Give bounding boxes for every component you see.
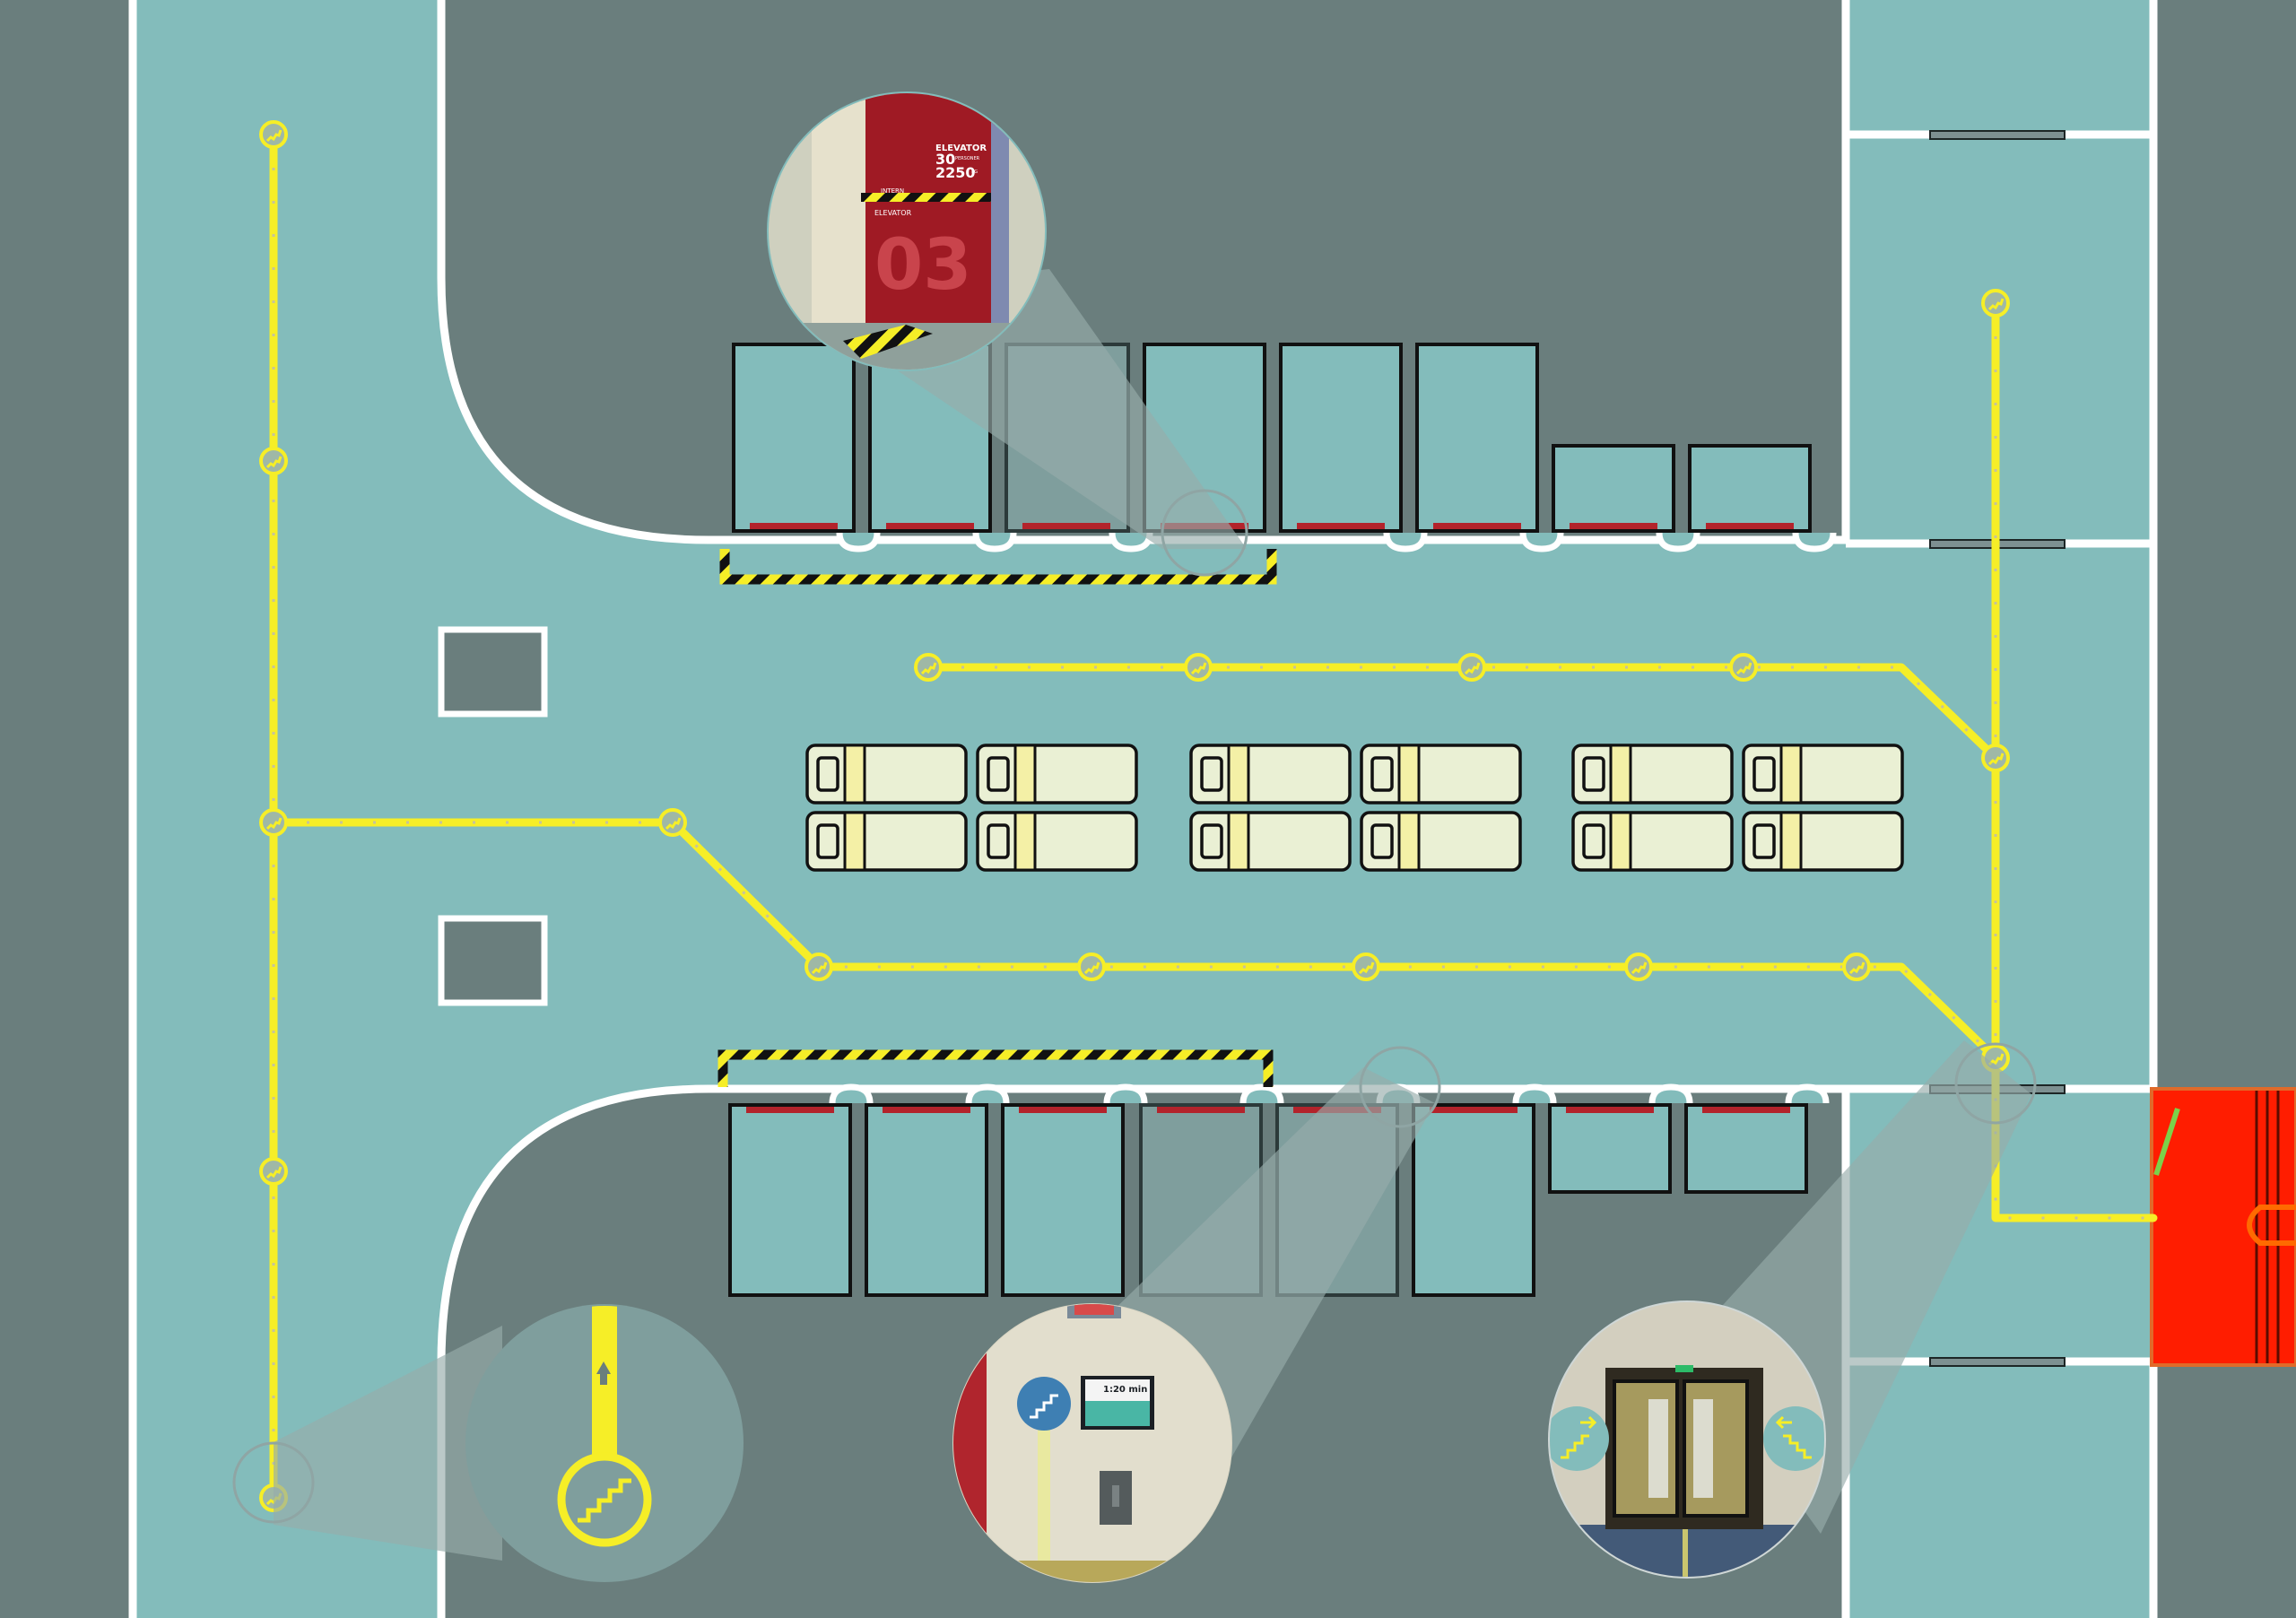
beds bbox=[805, 744, 1904, 872]
stair-zigzag-icon bbox=[1184, 653, 1213, 682]
stair-zigzag-icon bbox=[1729, 653, 1758, 682]
route-markers bbox=[259, 120, 2010, 1512]
stairs-icon bbox=[1030, 1394, 1058, 1419]
elevator-number: 03 bbox=[874, 225, 972, 306]
bed-group-2 bbox=[1189, 744, 1522, 872]
elevator-intern-label: INTERN bbox=[881, 187, 904, 195]
hazard-zones bbox=[718, 549, 1277, 1087]
stair-zigzag-icon bbox=[1077, 953, 1106, 981]
stair-zigzag-icon bbox=[658, 808, 687, 837]
stair-zigzag-icon bbox=[1352, 953, 1380, 981]
elevator-sign-title: ELEVATOR bbox=[935, 144, 987, 153]
right-grey-strip bbox=[2158, 0, 2296, 1618]
elevator-capacity-weight-unit: KG bbox=[971, 170, 978, 175]
arrow-up-icon bbox=[596, 1361, 611, 1385]
stair-zigzag-icon bbox=[1981, 744, 2010, 772]
exit-doors-photo bbox=[1548, 1300, 1826, 1579]
stair-zigzag-icon bbox=[1457, 653, 1486, 682]
stair-zigzag-icon bbox=[259, 120, 288, 149]
stairs-route-photo bbox=[465, 1304, 744, 1582]
screen-time-text: 1:20 min bbox=[1103, 1385, 1147, 1395]
bed-group-3 bbox=[1571, 744, 1904, 872]
stair-zigzag-icon bbox=[259, 447, 288, 475]
elevator-label: ELEVATOR bbox=[874, 209, 912, 217]
elevator-capacity-persons-unit: PERSONER bbox=[955, 156, 980, 161]
stairs-icon bbox=[578, 1478, 631, 1523]
stair-zigzag-icon bbox=[259, 808, 288, 837]
stairs-exit-right-icon bbox=[1561, 1415, 1597, 1459]
stair-zigzag-icon bbox=[1624, 953, 1653, 981]
stair-zigzag-icon bbox=[1842, 953, 1871, 981]
stair-zigzag-icon bbox=[1981, 289, 2010, 318]
elevator-capacity-weight: 2250 bbox=[935, 164, 976, 181]
stair-zigzag-icon bbox=[259, 1157, 288, 1186]
stair-zigzag-icon bbox=[804, 953, 833, 981]
stair-block bbox=[2150, 1087, 2296, 1367]
stair-zigzag-icon bbox=[914, 653, 943, 682]
pillars bbox=[438, 626, 548, 1006]
stairs-exit-left-icon bbox=[1775, 1415, 1812, 1459]
bed-group-1 bbox=[805, 744, 1138, 872]
elevator-capacity-persons: 30 bbox=[935, 151, 955, 168]
